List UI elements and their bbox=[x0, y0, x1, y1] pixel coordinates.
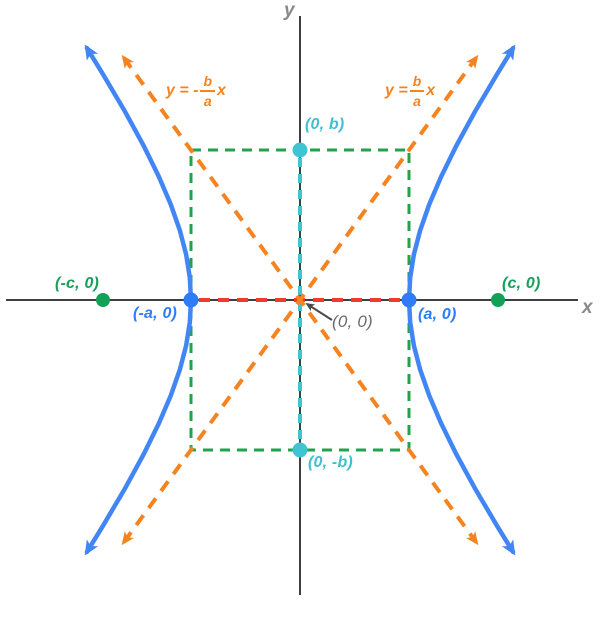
point-0-negb-dot bbox=[292, 442, 308, 458]
origin-callout-arrow bbox=[305, 303, 333, 321]
right-vertex-label: (a, 0) bbox=[418, 306, 457, 323]
left-focus-label: (-c, 0) bbox=[55, 275, 100, 292]
fraction-denominator: a bbox=[413, 93, 421, 109]
asymptote-equation-right: y = b a x bbox=[385, 74, 435, 108]
equation-prefix: y = bbox=[385, 82, 408, 99]
fraction-b-over-a: b a bbox=[409, 74, 425, 109]
right-focus-dot bbox=[491, 293, 505, 307]
fraction-numerator: b bbox=[200, 74, 216, 92]
point-0-negb-label: (0, -b) bbox=[308, 454, 353, 471]
left-vertex-label: (-a, 0) bbox=[133, 305, 178, 322]
point-0-b-dot bbox=[292, 142, 308, 158]
fraction-b-over-a: b a bbox=[200, 74, 216, 109]
right-vertex-dot bbox=[401, 292, 417, 308]
point-0-b-label: (0, b) bbox=[305, 116, 345, 133]
equation-suffix: x bbox=[426, 82, 436, 99]
left-vertex-dot bbox=[183, 292, 199, 308]
fraction-numerator: b bbox=[409, 74, 425, 92]
equation-suffix: x bbox=[217, 82, 226, 99]
asymptote-positive-slope bbox=[121, 54, 479, 546]
x-axis-label: x bbox=[582, 297, 593, 318]
equation-prefix: y = - bbox=[166, 82, 199, 99]
y-axis-label: y bbox=[284, 0, 295, 21]
asymptote-equation-left: y = - b a x bbox=[166, 74, 226, 108]
left-focus-dot bbox=[96, 293, 110, 307]
right-focus-label: (c, 0) bbox=[502, 275, 541, 292]
fraction-denominator: a bbox=[203, 93, 212, 109]
origin-label: (0, 0) bbox=[332, 312, 373, 331]
